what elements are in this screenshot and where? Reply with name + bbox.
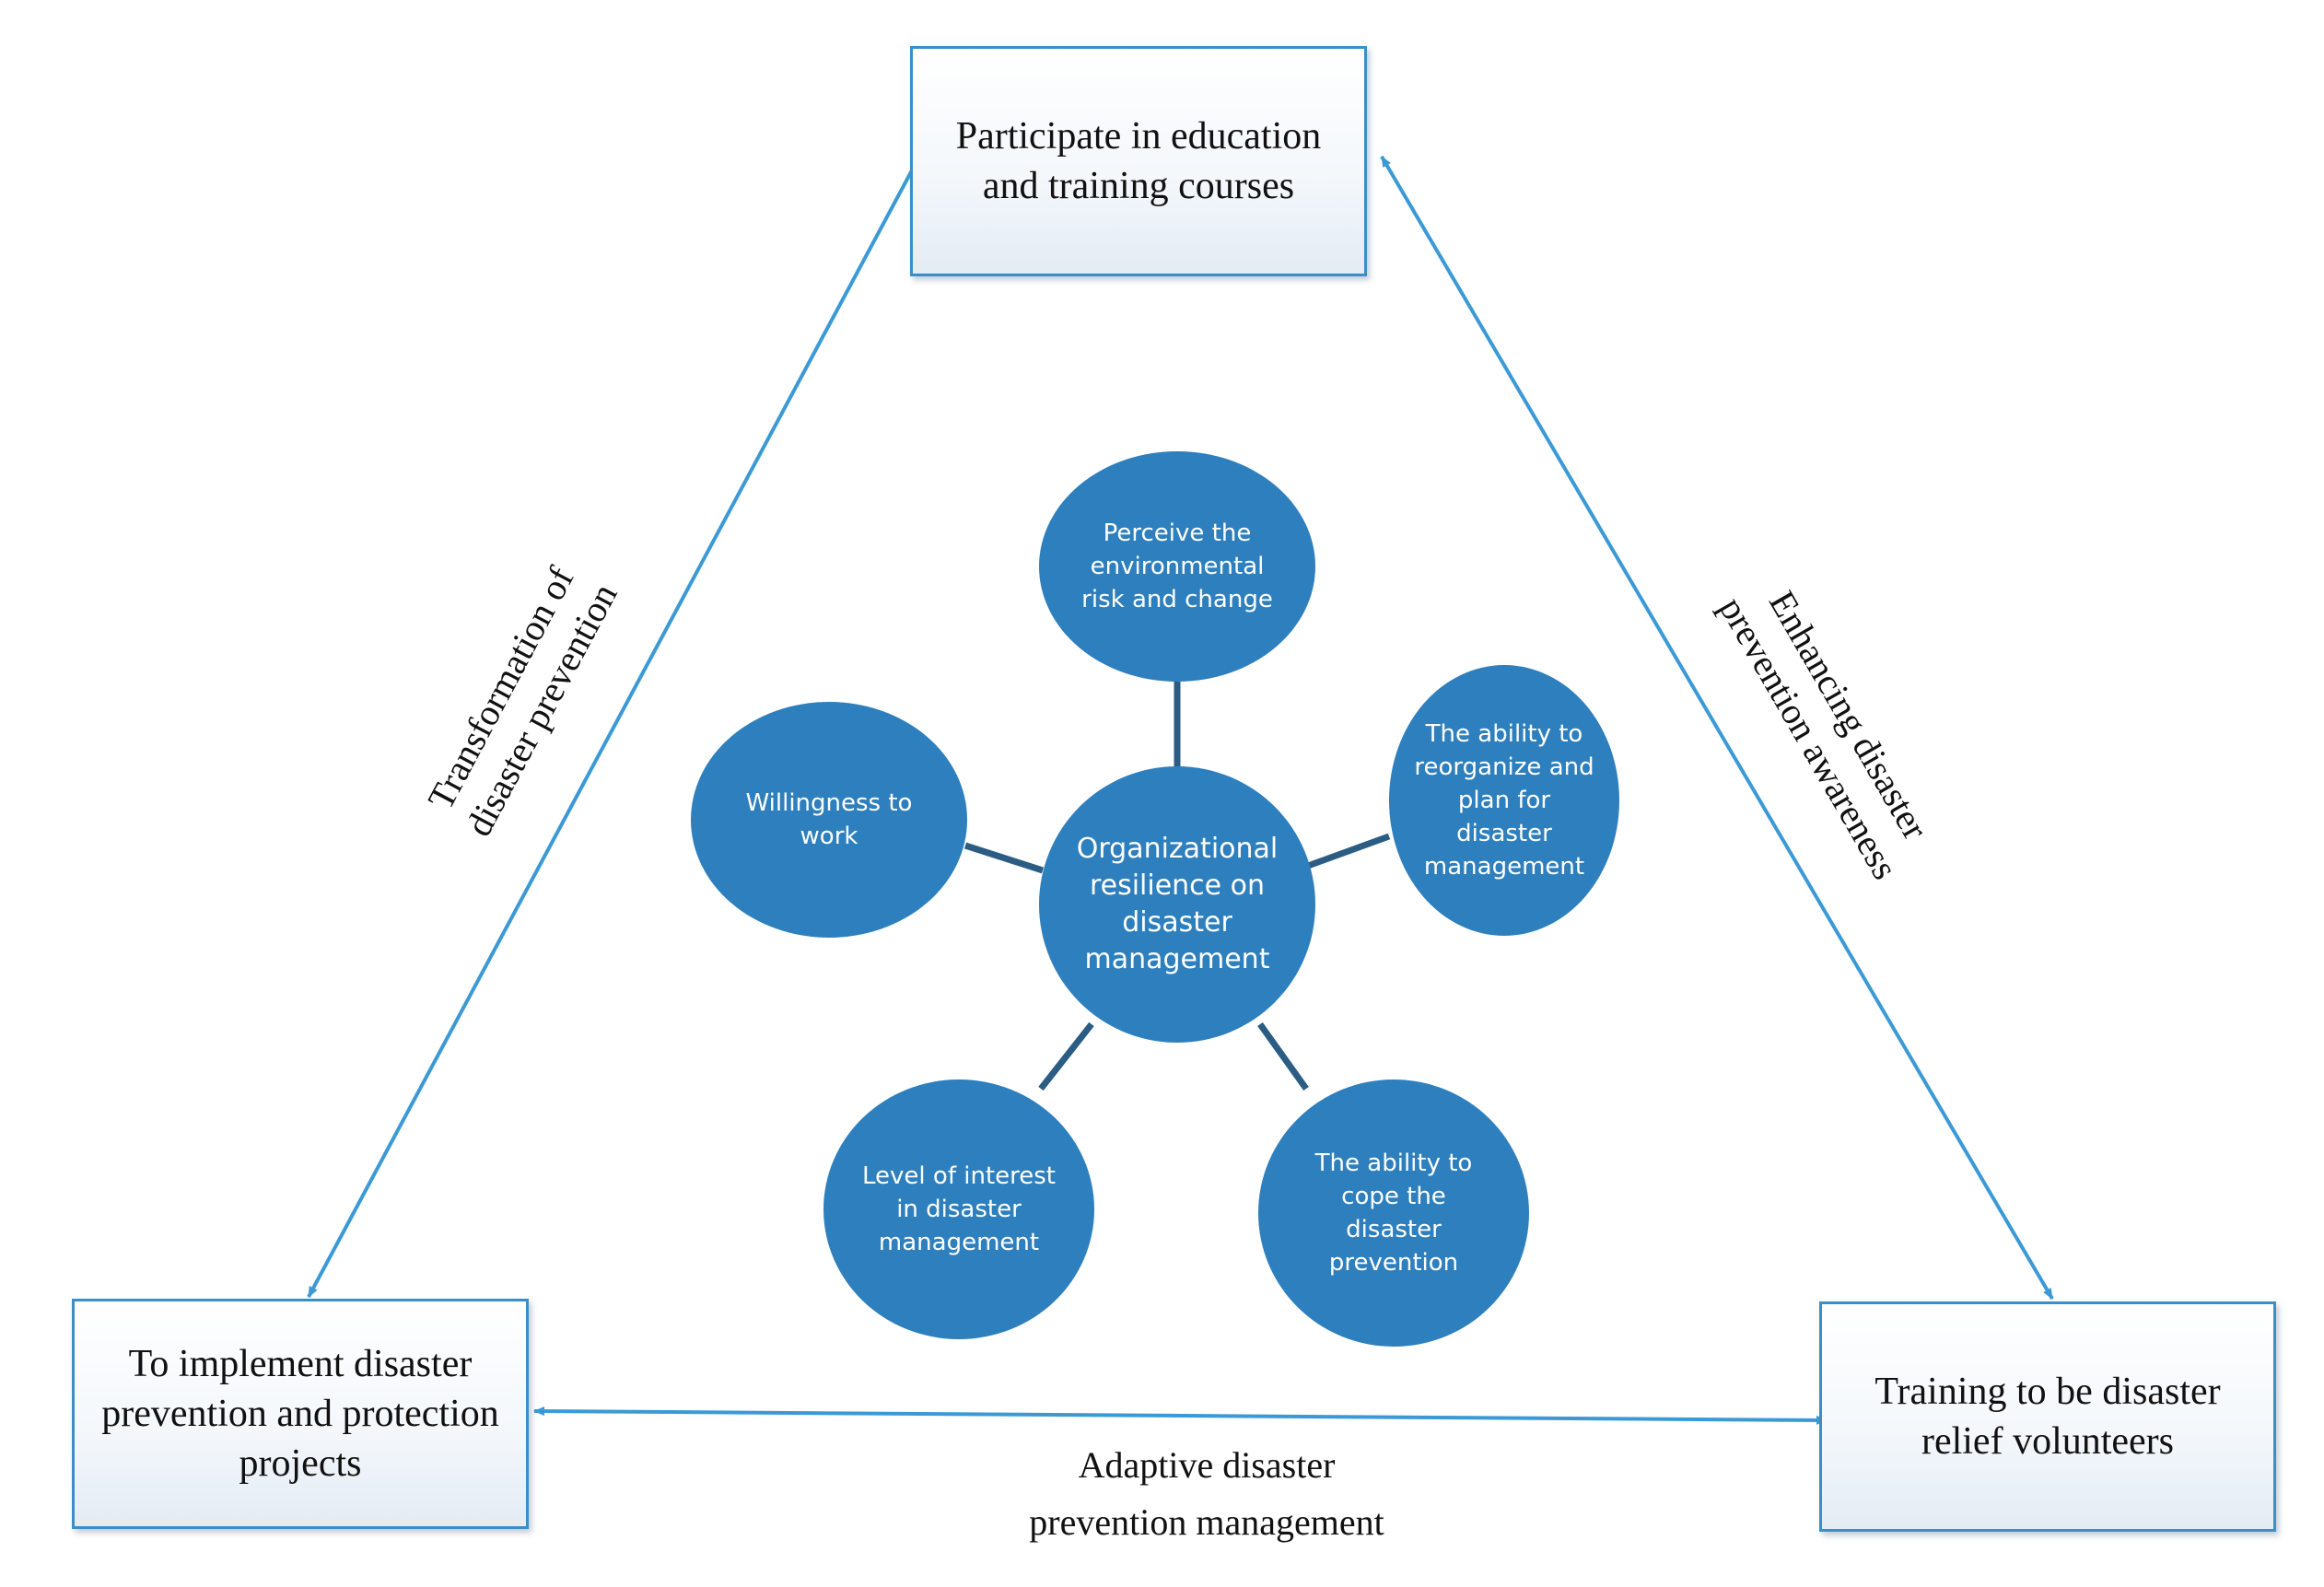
node-text-line: prevention and protection <box>101 1393 499 1435</box>
arrow-bottom <box>533 1406 1828 1425</box>
circle-text-line: work <box>800 823 858 850</box>
arrow-top-right <box>1380 155 2054 1301</box>
circle-reorganize-plan: The ability to reorganize and plan for d… <box>1389 665 1619 936</box>
circle-text-line: reorganize and <box>1414 753 1594 781</box>
node-text-line: Participate in education <box>955 115 1322 158</box>
circle-text-line: management <box>878 1229 1040 1256</box>
circle-text-line: Perceive the <box>1103 519 1252 547</box>
circle-level-interest: Level of interest in disaster management <box>823 1079 1094 1339</box>
circle-text-line: resilience on <box>1089 869 1266 902</box>
circle-text-line: disaster <box>1346 1216 1442 1243</box>
node-text-line: Training to be disaster <box>1874 1371 2221 1413</box>
circle-cope-prevention: The ability to cope the disaster prevent… <box>1258 1079 1529 1347</box>
circle-text-line: management <box>1084 943 1270 975</box>
spoke-bottom-left <box>1038 1021 1094 1091</box>
hub-spokes <box>963 682 1391 1091</box>
circle-text-line: Willingness to <box>745 789 913 817</box>
circle-text-line: Level of interest <box>862 1162 1056 1190</box>
circle-text-line: prevention <box>1328 1249 1459 1277</box>
spoke-left <box>963 842 1045 874</box>
circle-text-line: The ability to <box>1425 720 1583 748</box>
spoke-bottom-right <box>1257 1021 1309 1091</box>
circle-text-line: in disaster <box>896 1196 1022 1223</box>
circle-text-line: Organizational <box>1076 833 1279 865</box>
node-relief-volunteers: Training to be disaster relief volunteer… <box>1819 1301 2276 1532</box>
node-text-line: projects <box>239 1442 362 1485</box>
node-implement-projects: To implement disaster prevention and pro… <box>72 1299 529 1529</box>
spoke-right <box>1306 833 1391 869</box>
node-text-line: relief volunteers <box>1921 1420 2175 1463</box>
circle-text-line: cope the <box>1341 1183 1446 1210</box>
arrow-top-left <box>307 156 921 1298</box>
circle-text-line: risk and change <box>1081 586 1273 613</box>
circle-organizational-resilience: Organizational resilience on disaster ma… <box>1039 766 1315 1043</box>
circle-text-line: environmental <box>1090 553 1265 580</box>
node-education-training: Participate in education and training co… <box>910 46 1367 276</box>
edge-label-bottom: Adaptive disaster prevention management <box>995 1437 1419 1543</box>
circle-willingness-work: Willingness to work <box>691 702 967 938</box>
edge-text-line: Adaptive disaster <box>1078 1444 1336 1486</box>
node-text-line: and training courses <box>982 165 1295 207</box>
node-text-line: To implement disaster <box>128 1343 473 1385</box>
circle-perceive-risk: Perceive the environmental risk and chan… <box>1039 451 1315 682</box>
circle-text-line: plan for <box>1457 787 1551 814</box>
edge-text-line: prevention management <box>1029 1501 1384 1543</box>
circle-text-line: disaster <box>1122 906 1232 939</box>
circle-text-line: disaster <box>1456 820 1552 847</box>
circle-text-line: The ability to <box>1314 1149 1473 1177</box>
circle-text-line: management <box>1423 853 1585 881</box>
